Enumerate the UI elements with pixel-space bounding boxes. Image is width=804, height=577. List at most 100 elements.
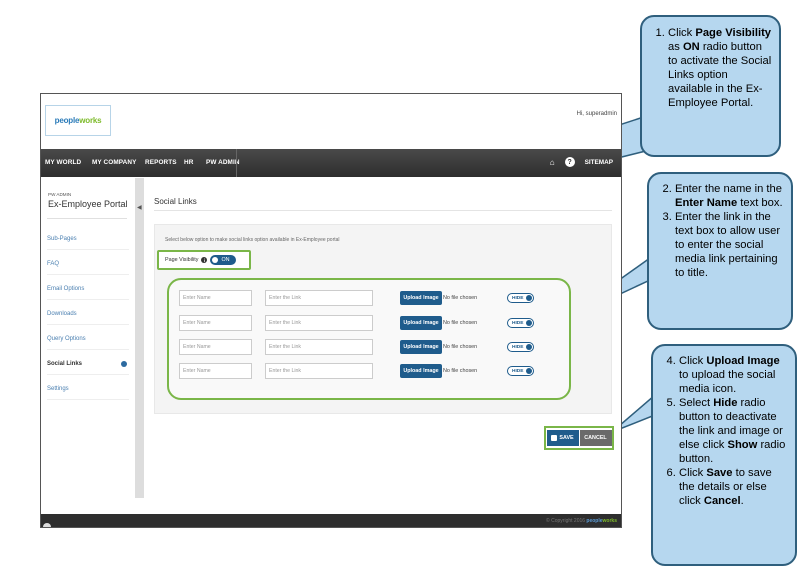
hide-toggle[interactable]: HIDE (507, 318, 534, 328)
hide-label: HIDE (512, 344, 524, 350)
instruction-text: Select below option to make social links… (165, 237, 340, 243)
callout-bold: Upload Image (706, 355, 780, 367)
sidebar-item-sub-pages[interactable]: Sub-Pages (47, 236, 129, 250)
callout-text: radio button to activate the Social Link… (668, 41, 772, 109)
hide-toggle[interactable]: HIDE (507, 366, 534, 376)
sidebar-collapse-handle[interactable]: ◀ (136, 178, 144, 498)
callout-step-item: Enter the name in the Enter Name text bo… (675, 182, 785, 210)
cancel-button[interactable]: CANCEL (579, 430, 612, 446)
sidebar-title: Ex-Employee Portal (48, 199, 128, 209)
social-link-row: Enter Name Enter the Link Upload Image N… (179, 315, 559, 333)
social-link-row: Enter Name Enter the Link Upload Image N… (179, 290, 559, 308)
link-input[interactable]: Enter the Link (265, 363, 373, 379)
callout-step-item: Enter the link in the text box to allow … (675, 210, 785, 280)
name-input[interactable]: Enter Name (179, 315, 252, 331)
hide-toggle[interactable]: HIDE (507, 342, 534, 352)
callout-step-item: Click Save to save the details or else c… (679, 466, 789, 508)
home-icon[interactable]: ⌂ (549, 157, 555, 167)
main-nav: MY WORLD MY COMPANY REPORTS HR PW ADMIN … (41, 149, 621, 177)
save-button[interactable]: SAVE (546, 430, 579, 446)
nav-item-reports[interactable]: REPORTS (145, 159, 177, 166)
save-icon (551, 435, 558, 441)
sidebar-item-query-options[interactable]: Query Options (47, 336, 129, 350)
social-link-row: Enter Name Enter the Link Upload Image N… (179, 339, 559, 357)
callout-text: to upload the social media icon. (679, 369, 776, 395)
page-visibility-label: Page Visibility (165, 257, 199, 263)
nav-item-my-company[interactable]: MY COMPANY (92, 159, 137, 166)
question-icon[interactable]: ? (564, 157, 575, 167)
sidebar-item-label: Downloads (47, 311, 77, 317)
callout-steps-2-3: Enter the name in the Enter Name text bo… (647, 172, 793, 330)
nav-item-hr[interactable]: HR (184, 159, 194, 166)
page-visibility-row: Page Visibility i ON (157, 250, 251, 270)
sidebar-item-email-options[interactable]: Email Options (47, 286, 129, 300)
callout-bold: Hide (713, 397, 738, 409)
sidebar-item-downloads[interactable]: Downloads (47, 311, 129, 325)
hide-label: HIDE (512, 320, 524, 326)
sidebar-section-label: PW ADMIN (48, 192, 72, 197)
sitemap-link[interactable]: SITEMAP (584, 158, 613, 166)
callout-text: . (740, 495, 744, 507)
action-buttons: SAVE CANCEL (544, 426, 614, 450)
page-title: Social Links (154, 197, 197, 206)
social-links-panel: Select below option to make social links… (154, 224, 612, 414)
name-input[interactable]: Enter Name (179, 290, 252, 306)
toggle-knob (526, 320, 533, 326)
sidebar-divider (47, 218, 127, 219)
callout-text: radio button to deactivate the link and … (679, 397, 783, 451)
upload-image-button[interactable]: Upload Image (400, 364, 442, 378)
social-link-row: Enter Name Enter the Link Upload Image N… (179, 363, 559, 381)
footer: © Copyright 2016 peopleworks (41, 514, 621, 527)
upload-image-button[interactable]: Upload Image (400, 291, 442, 305)
sidebar-item-social-links[interactable]: Social Links (47, 361, 129, 375)
callout-text: Enter the name in the (675, 183, 782, 195)
link-input[interactable]: Enter the Link (265, 315, 373, 331)
sidebar-item-faq[interactable]: FAQ (47, 261, 129, 275)
name-input[interactable]: Enter Name (179, 363, 252, 379)
sidebar-item-label: Settings (47, 386, 69, 392)
user-greeting[interactable]: Hi, superadmin (576, 111, 617, 117)
info-icon[interactable]: i (201, 257, 208, 263)
sidebar-item-label: Query Options (47, 336, 86, 342)
nav-divider (236, 149, 237, 177)
link-input[interactable]: Enter the Link (265, 290, 373, 306)
callout-bold: Enter Name (675, 197, 738, 209)
sidebar-item-label: FAQ (47, 261, 60, 267)
active-indicator-icon (121, 361, 127, 367)
nav-item-pw-admin[interactable]: PW ADMIN (206, 159, 240, 166)
link-input[interactable]: Enter the Link (265, 339, 373, 355)
callout-text: Select (679, 397, 714, 409)
toggle-label: ON (221, 257, 230, 263)
callout-text: to save the details or else click (679, 467, 772, 507)
callout-text: radio button. (679, 439, 786, 465)
page-visibility-toggle[interactable]: ON (210, 255, 237, 265)
sidebar-item-settings[interactable]: Settings (47, 386, 129, 400)
hide-label: HIDE (512, 368, 524, 374)
callout-step-item: Select Hide radio button to deactivate t… (679, 396, 789, 466)
file-status: No file chosen (443, 320, 478, 326)
footer-circle-icon (43, 523, 51, 527)
callout-step-1: Click Page Visibility as ON radio button… (640, 15, 781, 157)
callout-text: Click (679, 355, 707, 367)
upload-image-button[interactable]: Upload Image (400, 316, 442, 330)
callout-text: Click (679, 467, 707, 479)
sidebar-item-label: Social Links (47, 361, 83, 367)
toggle-knob (526, 368, 533, 374)
callout-text: as (668, 41, 683, 53)
nav-item-my-world[interactable]: MY WORLD (45, 159, 82, 166)
logo-text-left: people (54, 116, 80, 125)
callout-text: Click (668, 27, 696, 39)
toggle-knob (526, 295, 533, 301)
footer-logo-left: people (586, 518, 603, 524)
name-input[interactable]: Enter Name (179, 339, 252, 355)
callout-bold: ON (682, 41, 700, 53)
hide-toggle[interactable]: HIDE (507, 293, 534, 303)
callout-text: text box. (737, 197, 783, 209)
upload-image-button[interactable]: Upload Image (400, 340, 442, 354)
file-status: No file chosen (443, 295, 478, 301)
chevron-left-icon: ◀ (137, 205, 142, 211)
callout-step-item: Click Page Visibility as ON radio button… (668, 26, 773, 110)
